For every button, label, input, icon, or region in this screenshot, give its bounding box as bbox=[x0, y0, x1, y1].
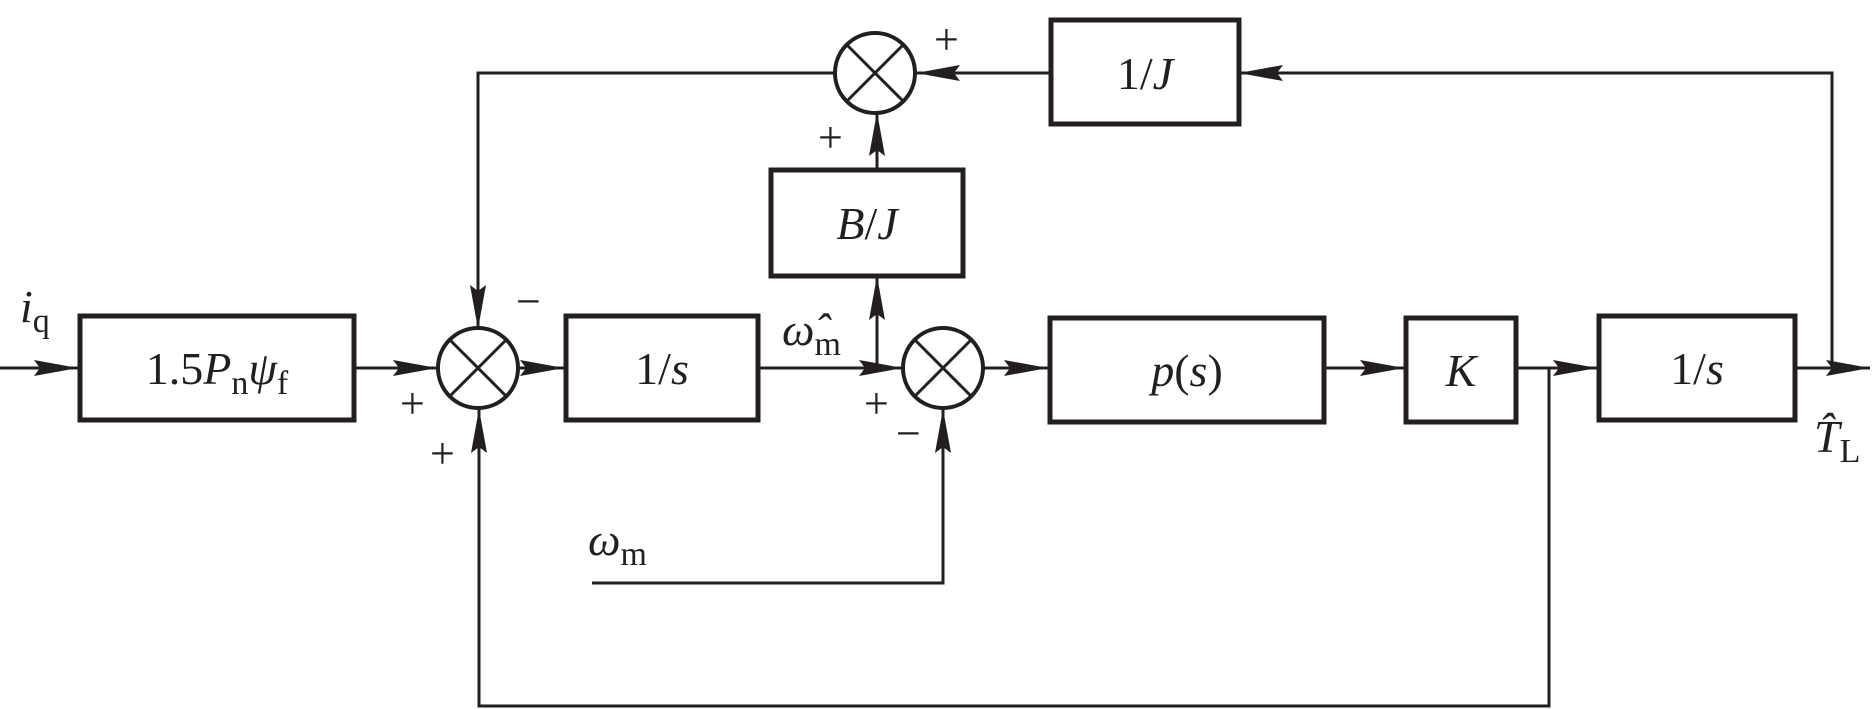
arrowhead-sum3-bottom bbox=[935, 409, 951, 453]
integrator-block-2: 1/s bbox=[1596, 313, 1798, 423]
arrowhead-sum1-bottom bbox=[471, 409, 487, 453]
input-label: iq bbox=[20, 281, 50, 340]
svg-text:1/s: 1/s bbox=[635, 343, 689, 394]
svg-text:1.5Pnψf: 1.5Pnψf bbox=[146, 343, 289, 402]
line-sum2-feedback bbox=[476, 71, 834, 329]
sign-sum2-bottom: + bbox=[818, 113, 843, 162]
arrowhead-sum1-left bbox=[393, 360, 437, 376]
arrowhead-input bbox=[34, 360, 78, 376]
arrowhead-sum1-top bbox=[470, 285, 486, 329]
gain-block: 1.5Pnψf bbox=[77, 313, 357, 423]
integrator-block-1: 1/s bbox=[563, 313, 761, 423]
omega-hat-label: ω̂m bbox=[782, 304, 841, 363]
arrowheads bbox=[34, 65, 1870, 453]
sign-sum2-right: + bbox=[934, 15, 959, 64]
svg-text:1/J: 1/J bbox=[1117, 48, 1176, 99]
sign-sum3-bottom: − bbox=[896, 409, 921, 458]
summing-junction-3 bbox=[901, 326, 985, 410]
svg-text:1/s: 1/s bbox=[1670, 343, 1724, 394]
arrowhead-k bbox=[1360, 360, 1404, 376]
b-over-j-block: B/J bbox=[768, 167, 966, 279]
arrowhead-sum2-right bbox=[916, 65, 960, 81]
arrowhead-sum3-left bbox=[859, 360, 903, 376]
sign-sum3-left: + bbox=[864, 379, 889, 428]
p-of-s-block: p(s) bbox=[1047, 315, 1327, 425]
arrowhead-invj bbox=[1239, 65, 1283, 81]
k-block: K bbox=[1403, 315, 1519, 425]
svg-text:K: K bbox=[1445, 345, 1479, 396]
arrowhead-bj bbox=[869, 276, 885, 320]
arrowhead-sum2-bottom bbox=[869, 112, 885, 156]
svg-text:B/J: B/J bbox=[836, 198, 900, 249]
inverse-j-block: 1/J bbox=[1048, 17, 1242, 127]
arrowhead-output bbox=[1826, 360, 1870, 376]
line-k-feedback bbox=[477, 368, 1551, 708]
arrowhead-int1 bbox=[520, 360, 564, 376]
output-label: T̂L bbox=[1814, 411, 1860, 470]
arrowhead-ps bbox=[1004, 360, 1048, 376]
sign-sum1-top: − bbox=[516, 277, 541, 326]
summing-junction-1 bbox=[436, 326, 520, 410]
omega-label: ωm bbox=[588, 514, 647, 573]
summing-junction-2 bbox=[833, 31, 917, 115]
line-output-feedback bbox=[1239, 71, 1834, 368]
line-omega-measured bbox=[592, 409, 945, 585]
svg-text:p(s): p(s) bbox=[1148, 345, 1223, 396]
sign-markers: − + + + + + − bbox=[400, 15, 959, 478]
arrowhead-int2 bbox=[1553, 360, 1597, 376]
sign-sum1-left: + bbox=[400, 379, 425, 428]
sign-sum1-bottom: + bbox=[430, 429, 455, 478]
